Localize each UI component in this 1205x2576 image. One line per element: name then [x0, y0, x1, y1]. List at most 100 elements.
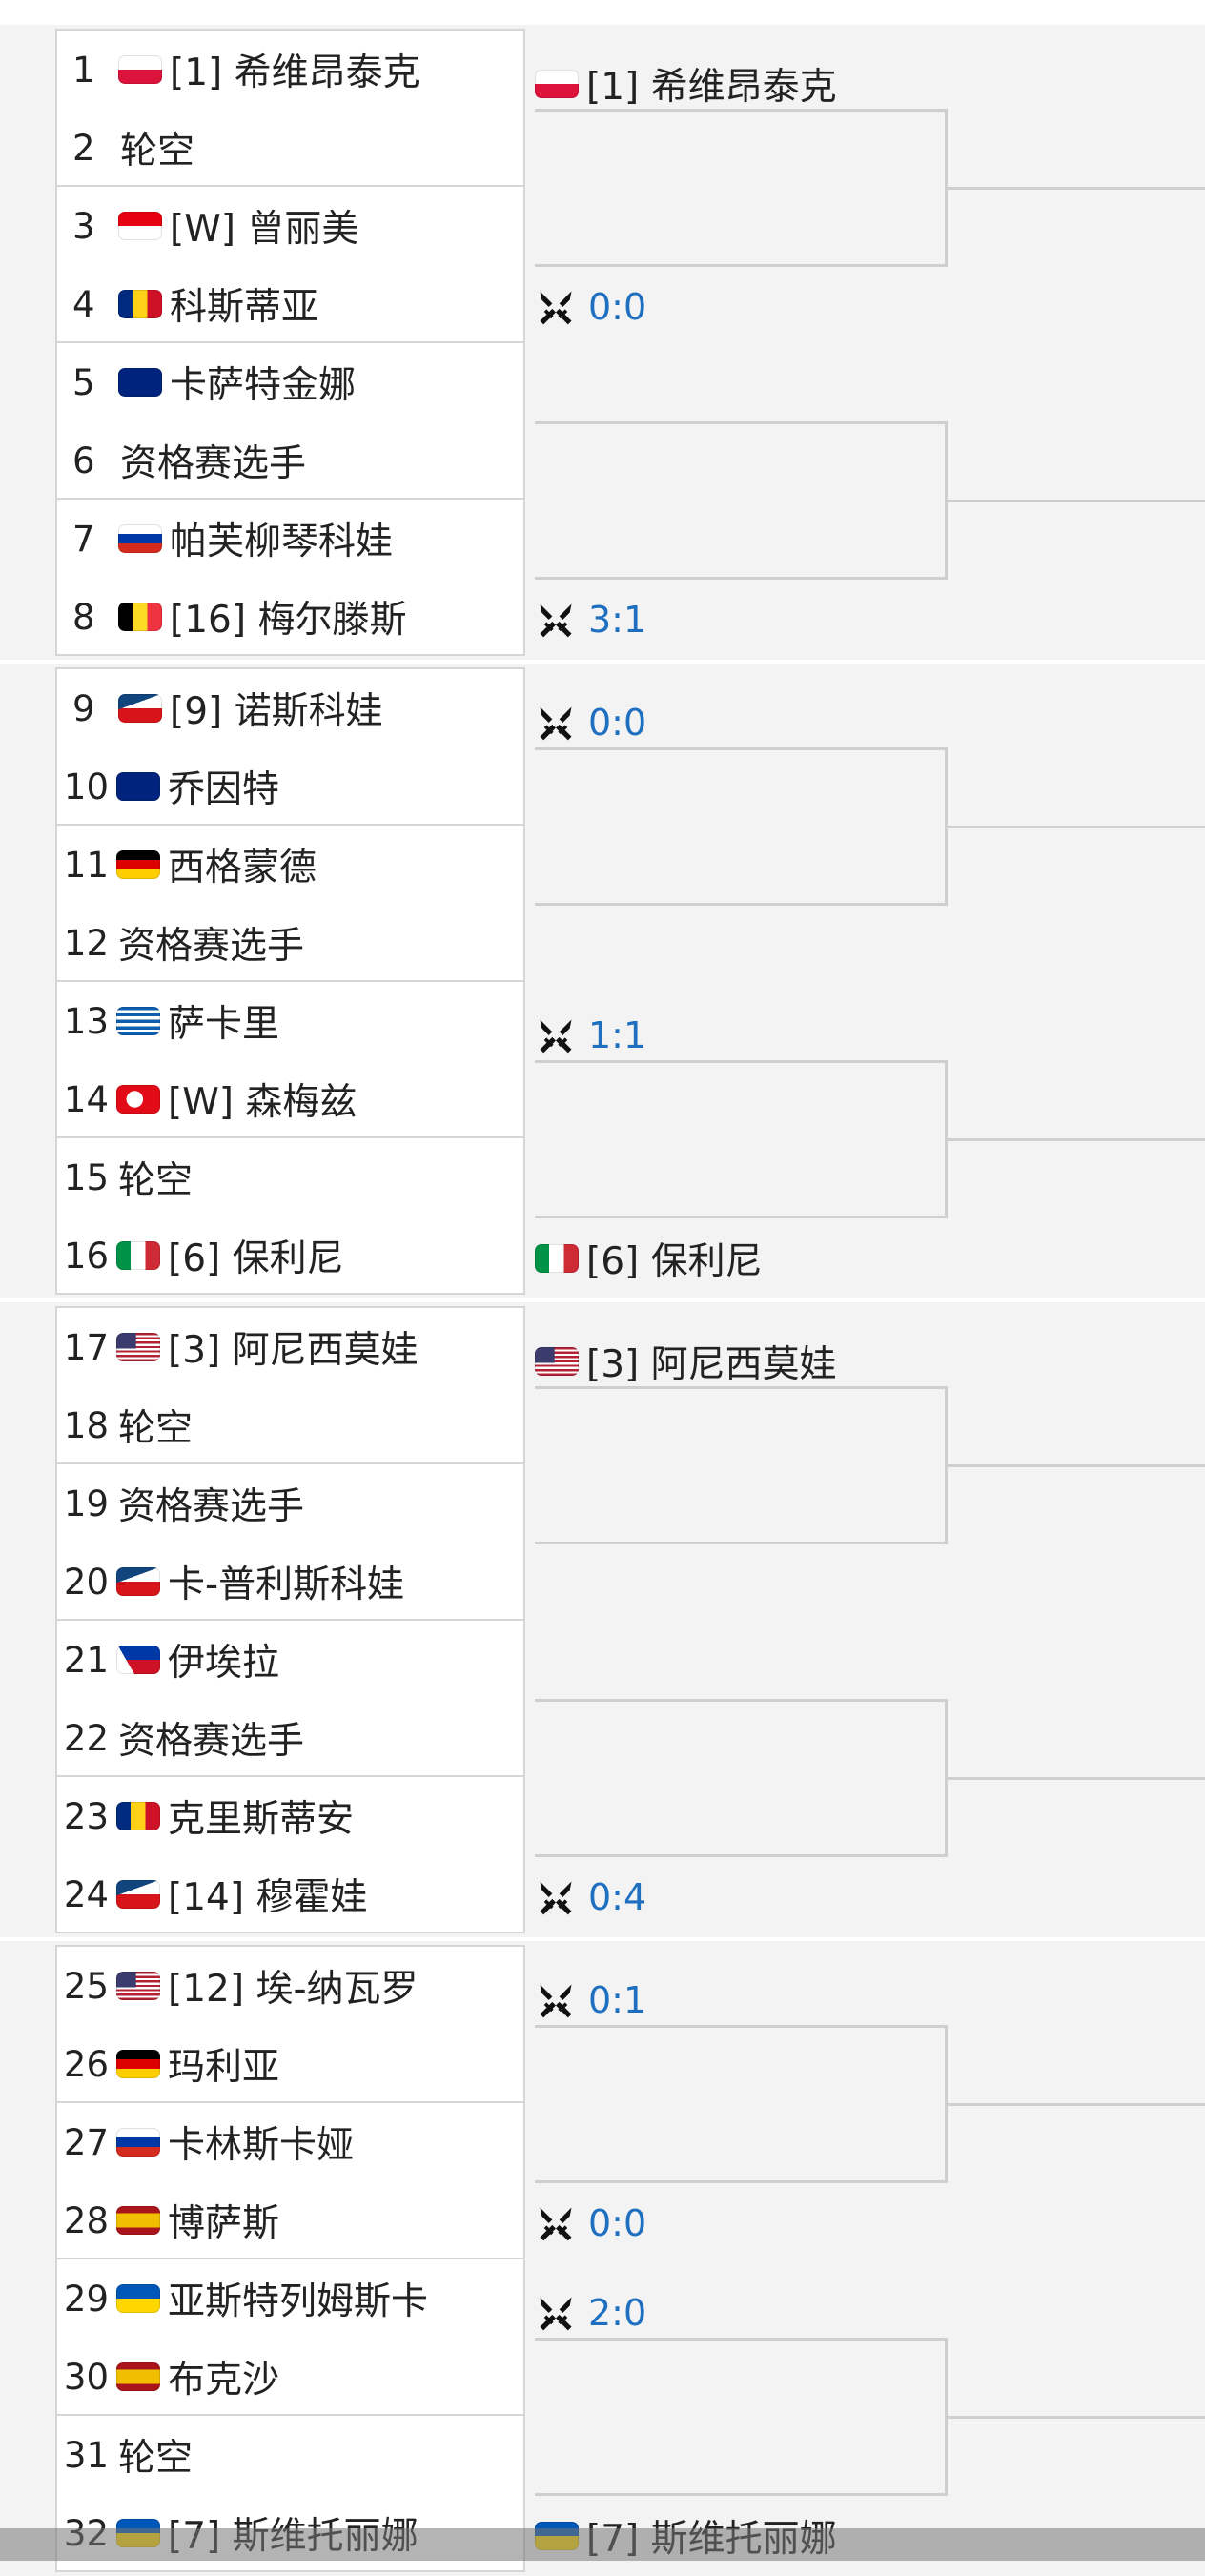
draw-number: 11	[63, 844, 109, 886]
player-row[interactable]: 21 伊埃拉	[55, 1621, 525, 1699]
romania-flag-icon	[118, 290, 162, 318]
player-name: 亚斯特列姆斯卡	[168, 2280, 429, 2323]
player-name: [W] 曾丽美	[170, 208, 359, 251]
match-score[interactable]: 3:1	[535, 591, 646, 648]
draw-number: 14	[63, 1078, 109, 1120]
player-row[interactable]: 1[1] 希维昂泰克	[55, 31, 525, 109]
italy-flag-icon	[116, 1241, 160, 1270]
draw-number: 20	[63, 1561, 109, 1603]
usa-flag-icon	[535, 1347, 579, 1376]
draw-number: 21	[63, 1639, 109, 1681]
player-row[interactable]: 30 布克沙	[55, 2338, 525, 2416]
bottom-scroll-bar[interactable]	[0, 2528, 1205, 2561]
usa-flag-icon	[116, 1333, 160, 1361]
player-row[interactable]: 8[16] 梅尔滕斯	[55, 578, 525, 656]
round3-connector-line	[948, 1138, 1205, 1141]
crossed-swords-icon	[535, 702, 577, 744]
crossed-swords-icon	[535, 1876, 577, 1918]
score-value: 0:0	[588, 2202, 647, 2244]
belgium-flag-icon	[118, 603, 162, 631]
draw-number: 5	[72, 361, 95, 403]
turkey-flag-icon	[116, 1085, 160, 1114]
player-name: [1] 希维昂泰克	[586, 66, 837, 109]
round2-bracket-line	[535, 1699, 948, 1857]
player-name: 资格赛选手	[118, 1485, 305, 1528]
spain-flag-icon	[116, 2362, 160, 2391]
match-score[interactable]: 2:0	[535, 2284, 646, 2341]
draw-number: 22	[63, 1717, 109, 1759]
round3-connector-line	[948, 2103, 1205, 2106]
player-row[interactable]: 25 [12] 埃-纳瓦罗	[55, 1947, 525, 2025]
match-score[interactable]: 0:0	[535, 278, 646, 336]
match-score[interactable]: 0:0	[535, 2195, 646, 2252]
round3-connector-line	[948, 187, 1205, 190]
score-value: 3:1	[588, 599, 647, 641]
draw-number: 8	[72, 596, 95, 638]
czech-flag-icon	[118, 694, 162, 723]
match-score[interactable]: 1:1	[535, 1007, 646, 1064]
match-box	[55, 824, 525, 982]
score-value: 0:0	[588, 286, 647, 328]
draw-number: 25	[63, 1965, 109, 2007]
player-name: [6] 保利尼	[586, 1240, 763, 1283]
player-row[interactable]: 3[W] 曾丽美	[55, 187, 525, 265]
advanced-player[interactable]: [1] 希维昂泰克	[535, 55, 837, 112]
round2-bracket-line	[535, 1060, 948, 1218]
crossed-swords-icon	[535, 2292, 577, 2334]
round2-bracket-line	[535, 1386, 948, 1544]
philippines-flag-icon	[116, 1646, 160, 1674]
match-score[interactable]: 0:4	[535, 1869, 646, 1926]
crossed-swords-icon	[535, 1979, 577, 2021]
player-name: [W] 森梅兹	[168, 1081, 357, 1124]
player-row[interactable]: 9 [9] 诺斯科娃	[55, 669, 525, 747]
score-value: 0:1	[588, 1979, 647, 2021]
player-name: 博萨斯	[168, 2202, 280, 2245]
advanced-player[interactable]: [6] 保利尼	[535, 1230, 763, 1287]
match-score[interactable]: 0:1	[535, 1972, 646, 2029]
player-row[interactable]: 28 博萨斯	[55, 2181, 525, 2259]
player-name: [3] 阿尼西莫娃	[586, 1343, 837, 1386]
player-row[interactable]: 14 [W] 森梅兹	[55, 1060, 525, 1138]
poland-flag-icon	[535, 70, 579, 98]
player-name: [9] 诺斯科娃	[170, 690, 383, 733]
advanced-player[interactable]: [3] 阿尼西莫娃	[535, 1333, 837, 1390]
round3-connector-line	[948, 2416, 1205, 2419]
player-row[interactable]: 17[3] 阿尼西莫娃	[55, 1308, 525, 1386]
draw-number: 2	[72, 127, 95, 169]
draw-number: 30	[63, 2356, 109, 2398]
player-name: 布克沙	[168, 2359, 280, 2402]
player-row[interactable]: 16[6] 保利尼	[55, 1216, 525, 1295]
player-name: 卡-普利斯科娃	[168, 1564, 405, 1606]
player-row[interactable]: 20 卡-普利斯科娃	[55, 1543, 525, 1621]
player-name: 资格赛选手	[118, 1720, 305, 1763]
draw-number: 28	[63, 2199, 109, 2241]
draw-number: 9	[72, 687, 95, 729]
round2-bracket-line	[535, 421, 948, 580]
match-score[interactable]: 0:0	[535, 694, 646, 751]
player-row[interactable]: 24[14] 穆霍娃	[55, 1855, 525, 1933]
draw-number: 31	[63, 2434, 109, 2476]
player-name: 伊埃拉	[168, 1642, 280, 1685]
draw-number: 10	[63, 766, 109, 808]
player-name: [12] 埃-纳瓦罗	[168, 1968, 419, 2011]
player-name: 帕芙柳琴科娃	[170, 521, 394, 563]
